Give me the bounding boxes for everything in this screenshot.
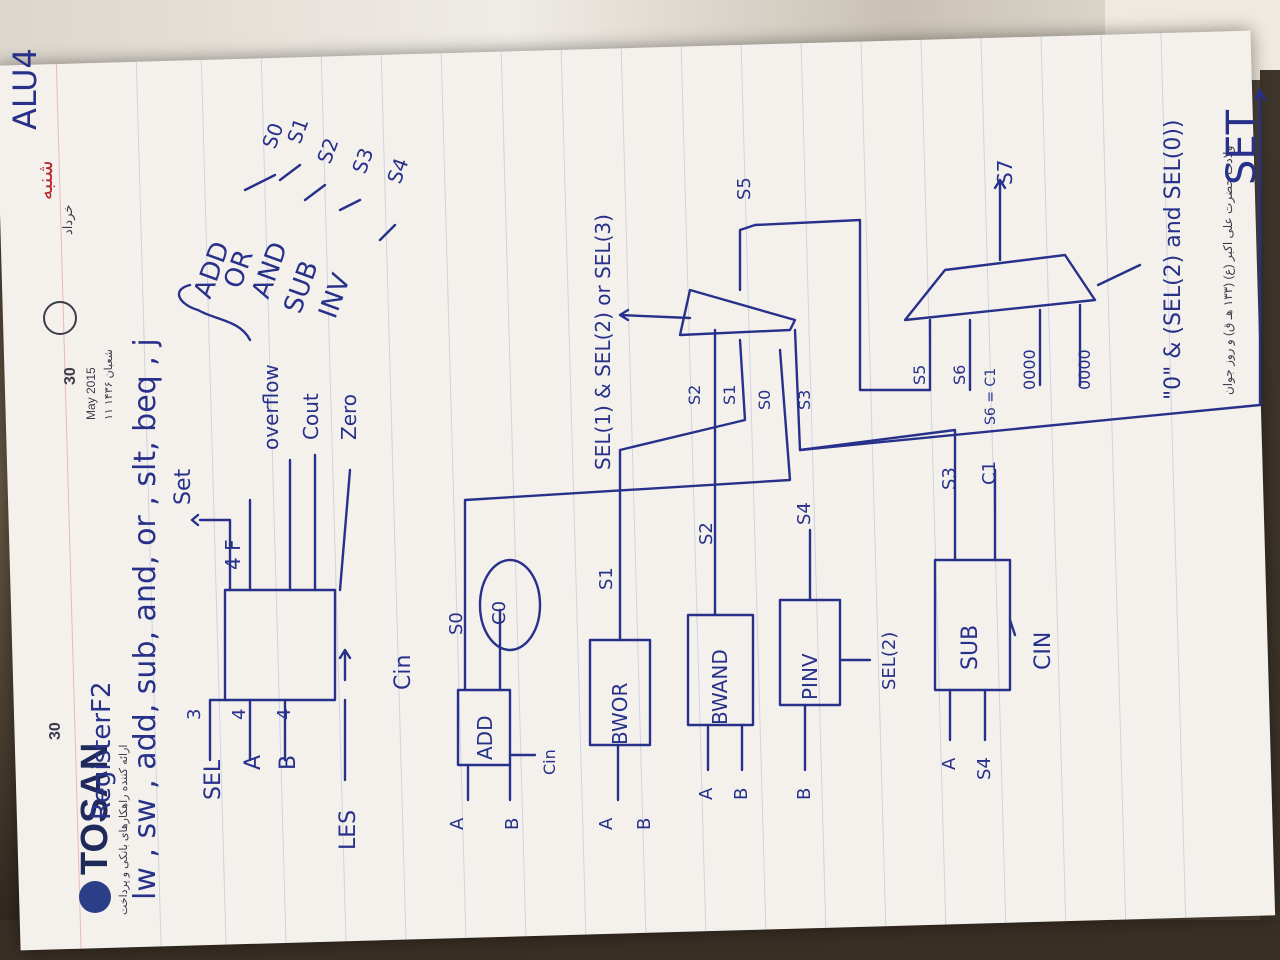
mux2-input-0000-b: 0000 [1075,349,1094,390]
bwand-label: BWAND [708,649,732,725]
mux1-input-s2: S2 [685,385,704,405]
mux1-input-s1: S1 [720,385,739,405]
mux2-output-s7: S7 [993,160,1017,185]
mux2-input-s5: S5 [910,365,929,385]
add-cin: Cin [540,749,559,775]
pinv-output-s4: S4 [794,502,815,525]
set-feedback: SET [798,88,1267,452]
mux1-select: SEL(1) & SEL(2) or SEL(3) [591,214,615,470]
sub-cin: CIN [1031,632,1056,670]
alu-width-a: 4 [229,709,250,720]
mux2-s6-note: S6 = C1 [983,368,999,425]
mux1-input-s0: S0 [755,390,774,410]
mux2-input-s6: S6 [950,365,969,385]
bwor-wires [616,338,747,802]
footer-note: ولادت حضرت علی اکبر (ع) (۱۳۳ هـ ق) و روز… [1221,146,1235,395]
add-label: ADD [473,716,497,760]
bwor-input-b: B [634,818,655,830]
alu-input-les: LES [336,810,361,850]
page-title: ALU4 [6,48,44,130]
mux2-shape [903,253,1097,322]
brand-tagline: ارائه کننده راهکارهای بانکی و پرداخت [118,745,130,915]
alu-output-wires [190,453,352,592]
weekday-circle-icon [43,301,77,335]
add-box [456,688,512,767]
bwand-input-b: B [731,788,752,800]
sub-input-a: A [939,757,960,770]
carry-circle [478,558,542,652]
add-block: ADD A B Cin S0 C0 [446,348,792,830]
mux1: S2 S1 S0 S3 SEL(1) & SEL(2) or SEL(3) S5 [591,177,932,470]
page-note-top: RegisterF2 [87,681,117,820]
weekday: شنبه [35,160,57,200]
pinv-block: PINV B S4 SEL(2) [778,502,900,800]
alu-width-sel: 3 [184,709,205,720]
sub-box [933,558,1012,692]
bwand-wires [706,328,744,772]
bwor-output-s1: S1 [596,567,617,590]
sub-output-s3: S3 [939,467,960,490]
brand-logo: TOSAN [74,743,116,875]
set-line [798,88,1267,452]
sub-label: SUB [958,625,983,670]
sub-block: SUB A S4 S3 C1 CIN [793,328,1056,780]
alu-cin: Cin [391,655,416,690]
alu-input-b: B [276,755,301,770]
mux1-output-s5: S5 [734,177,755,200]
bwand-block: BWAND A B S2 [686,328,755,800]
sel-s2: S2 [312,135,343,167]
sub-wires [793,328,1017,742]
ops-mapping: ADD OR AND SUB INV S0 S1 S2 S3 S4 [177,115,413,342]
alu-output-f: 4 F [221,539,245,570]
bwand-output-s2: S2 [696,522,717,545]
bwor-block: BWOR A B S1 [588,338,747,830]
sel-s3: S3 [347,145,378,177]
bwand-box [686,613,755,727]
sub-input-s4: S4 [974,757,995,780]
mux2-wires [928,178,1142,392]
alu-input-wires [208,648,352,782]
alu-box [223,588,337,702]
alu-input-sel: SEL [201,759,226,800]
bwor-input-a: A [596,817,617,830]
date-hijri: ۱۱ شعبان ۱۴۳۶ [103,349,115,420]
mux1-shape [678,288,797,337]
sel-s4: S4 [382,155,413,187]
date-block: 30 [47,722,64,740]
mux1-input-s3: S3 [795,390,814,410]
brand-logo-group: TOSAN ارائه کننده راهکارهای بانکی و پردا… [74,743,130,915]
mux2: S5 S6 0000 0000 S6 = C1 "0" & (SEL(2) an… [903,120,1186,425]
add-wires [463,348,792,802]
pinv-sel: SEL(2) [879,632,900,690]
mux2-input-0000-a: 0000 [1020,349,1039,390]
alu-block: SEL A B LES 3 4 4 Cin Set 4 F overflow C… [171,364,416,850]
pinv-input-b: B [794,788,815,800]
globe-logo-icon [79,881,111,913]
add-input-b: B [502,818,523,830]
pinv-label: PINV [798,653,822,700]
alu-output-overflow: overflow [259,364,283,450]
sub-carry-c1: C1 [979,461,1000,485]
bwand-input-a: A [696,787,717,800]
set-label: SET [1219,109,1265,185]
pinv-wires [803,528,872,772]
mux2-select: "0" & (SEL(2) and SEL(0)) [1161,120,1186,401]
bwor-label: BWOR [608,682,632,745]
date-day: 30 [62,367,79,385]
ops-arrows [243,163,397,242]
add-output-s0: S0 [446,612,467,635]
month-fa: خرداد [60,205,76,235]
alu-output-cout: Cout [299,393,323,440]
date-day: 30 [47,722,64,740]
add-input-a: A [447,817,468,830]
alu-output-set: Set [171,469,196,506]
alu-output-zero: Zero [337,394,361,440]
sel-s1: S1 [282,115,313,147]
alu-input-a: A [241,755,266,770]
instruction-list: lw , sw , add, sub, and, or , slt, beq ,… [128,338,163,900]
ops-brace [177,283,252,342]
date-gregorian: May 2015 [84,367,98,420]
mux1-wires [618,218,932,392]
